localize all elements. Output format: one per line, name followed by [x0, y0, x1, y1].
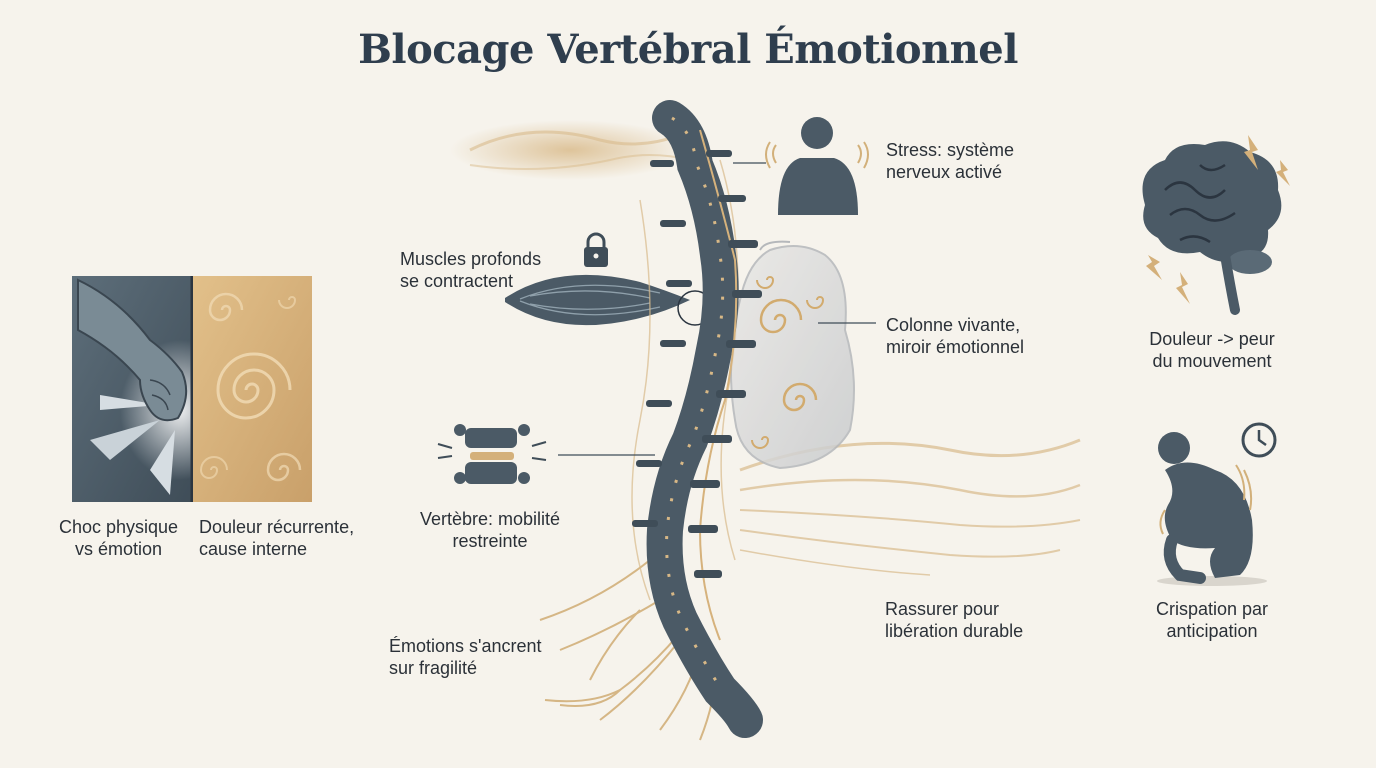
label-colonne: Colonne vivante,miroir émotionnel — [886, 315, 1025, 357]
fist-impact-icon — [72, 276, 240, 502]
human-bust-icon — [765, 117, 869, 215]
emotion-sack — [730, 240, 855, 470]
label-douleur-recurrente: Douleur récurrente,cause interne — [199, 517, 355, 559]
muscle-icon — [505, 274, 713, 326]
clock-icon — [1241, 422, 1277, 458]
brain-icon — [1142, 141, 1282, 315]
lightning-icon — [1146, 135, 1290, 304]
crouching-figure-icon — [1157, 432, 1267, 586]
vertebra-icon — [437, 424, 547, 484]
spine-icon — [632, 100, 763, 738]
swirl-pattern-icon — [193, 276, 312, 502]
page-title: Blocage Vertébral Émotionnel — [358, 26, 1018, 73]
padlock-icon — [584, 232, 608, 267]
